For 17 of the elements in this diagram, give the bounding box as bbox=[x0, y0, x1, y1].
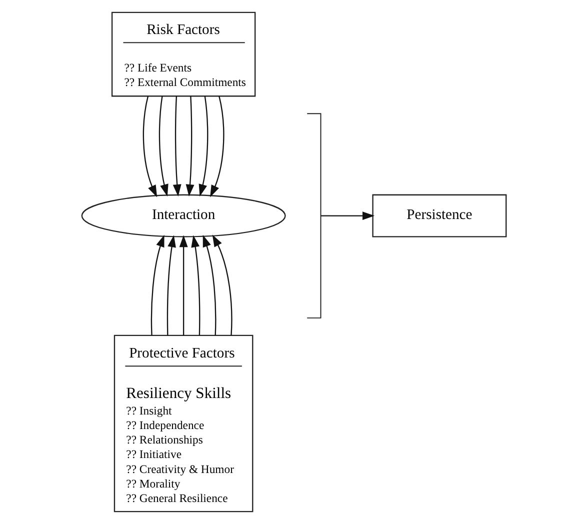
arrow bbox=[202, 234, 216, 336]
arrow bbox=[172, 96, 182, 197]
node-ellipse: Interaction bbox=[81, 194, 286, 238]
arrow bbox=[158, 96, 168, 196]
node-box: Persistence bbox=[372, 194, 507, 238]
arrow bbox=[330, 212, 375, 220]
arrow bbox=[212, 234, 232, 336]
arrow bbox=[166, 235, 176, 336]
arrow bbox=[191, 235, 200, 336]
arrow bbox=[186, 96, 194, 197]
node-box: Risk Factors ?? Life Events ?? External Commitments bbox=[111, 12, 256, 97]
arrow bbox=[210, 96, 224, 198]
arrow bbox=[198, 96, 208, 196]
arrow bbox=[150, 234, 164, 336]
arrow bbox=[179, 235, 188, 336]
node-box: Protective Factors Resiliency Skills ?? Insight ?? Independence ?? Relationships ?? Initiative ?? Creativity & Humor ?? Morality ?? General Resilience bbox=[114, 334, 254, 512]
arrow bbox=[142, 96, 158, 198]
